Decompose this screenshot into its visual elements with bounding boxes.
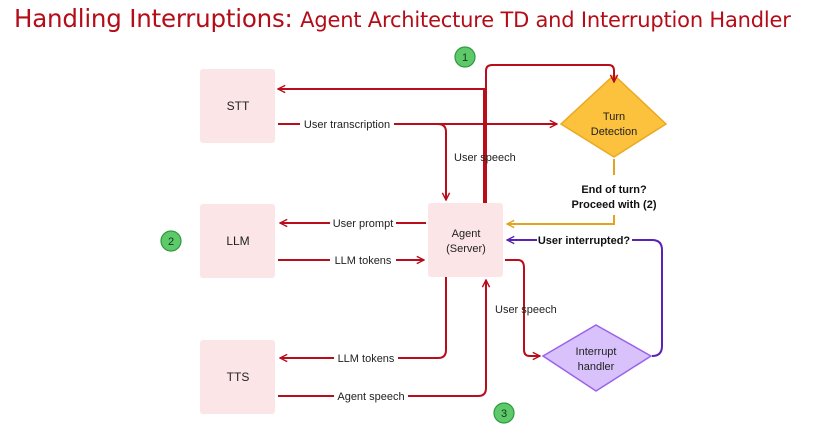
tts-to-agent-arrow bbox=[278, 280, 486, 397]
agent-label-2: (Server) bbox=[446, 243, 486, 255]
user-prompt-label: User prompt bbox=[333, 218, 394, 230]
step-badge-3-text: 3 bbox=[501, 408, 507, 420]
turn-detection-label-2: Detection bbox=[591, 126, 637, 138]
interrupt-handler-label-1: Interrupt bbox=[576, 346, 617, 358]
llm-label: LLM bbox=[226, 234, 249, 248]
llm-node bbox=[200, 204, 275, 278]
user-speech-bottom-label: User speech bbox=[495, 304, 557, 316]
user-interrupted-label: User interrupted? bbox=[538, 235, 631, 247]
step-badge-3: 3 bbox=[493, 402, 515, 424]
stt-node bbox=[200, 69, 275, 143]
title-prefix: Handling Interruptions: bbox=[14, 4, 293, 33]
agent-to-stt-arrow bbox=[278, 89, 485, 203]
agent-label-1: Agent bbox=[452, 228, 481, 240]
turn-detection-label-1: Turn bbox=[603, 111, 625, 123]
page-title: Handling Interruptions: Agent Architectu… bbox=[14, 4, 791, 33]
agent-node bbox=[428, 203, 503, 277]
stt-label: STT bbox=[227, 99, 250, 113]
user-speech-top-label: User speech bbox=[454, 152, 516, 164]
llm-tokens-to-agent-label: LLM tokens bbox=[335, 255, 392, 267]
interrupt-handler-node bbox=[541, 324, 653, 392]
end-of-turn-label-1: End of turn? bbox=[581, 184, 647, 196]
interrupt-handler-label-2: handler bbox=[578, 361, 615, 373]
step-badge-1-text: 1 bbox=[462, 52, 468, 64]
agent-speech-label: Agent speech bbox=[337, 391, 404, 403]
user-transcription-label: User transcription bbox=[304, 119, 390, 131]
llm-tokens-to-tts-label: LLM tokens bbox=[338, 353, 395, 365]
turn-detection-to-agent-arrow bbox=[507, 159, 615, 224]
transcription-to-agent-arrow bbox=[437, 123, 446, 200]
step-badge-2-text: 2 bbox=[168, 236, 174, 248]
step-badge-2: 2 bbox=[160, 230, 182, 252]
interrupt-handler-to-agent-arrow bbox=[507, 240, 663, 357]
title-rest: Agent Architecture TD and Interruption H… bbox=[300, 8, 791, 32]
tts-label: TTS bbox=[227, 370, 250, 384]
end-of-turn-label-2: Proceed with (2) bbox=[572, 199, 657, 211]
step-badge-1: 1 bbox=[454, 46, 476, 68]
agent-to-tts-arrow bbox=[280, 277, 447, 358]
agent-to-turn-detection-arrow bbox=[485, 64, 614, 203]
turn-detection-node bbox=[559, 73, 668, 158]
tts-node bbox=[200, 340, 275, 414]
agent-to-interrupt-handler-arrow bbox=[505, 259, 540, 356]
